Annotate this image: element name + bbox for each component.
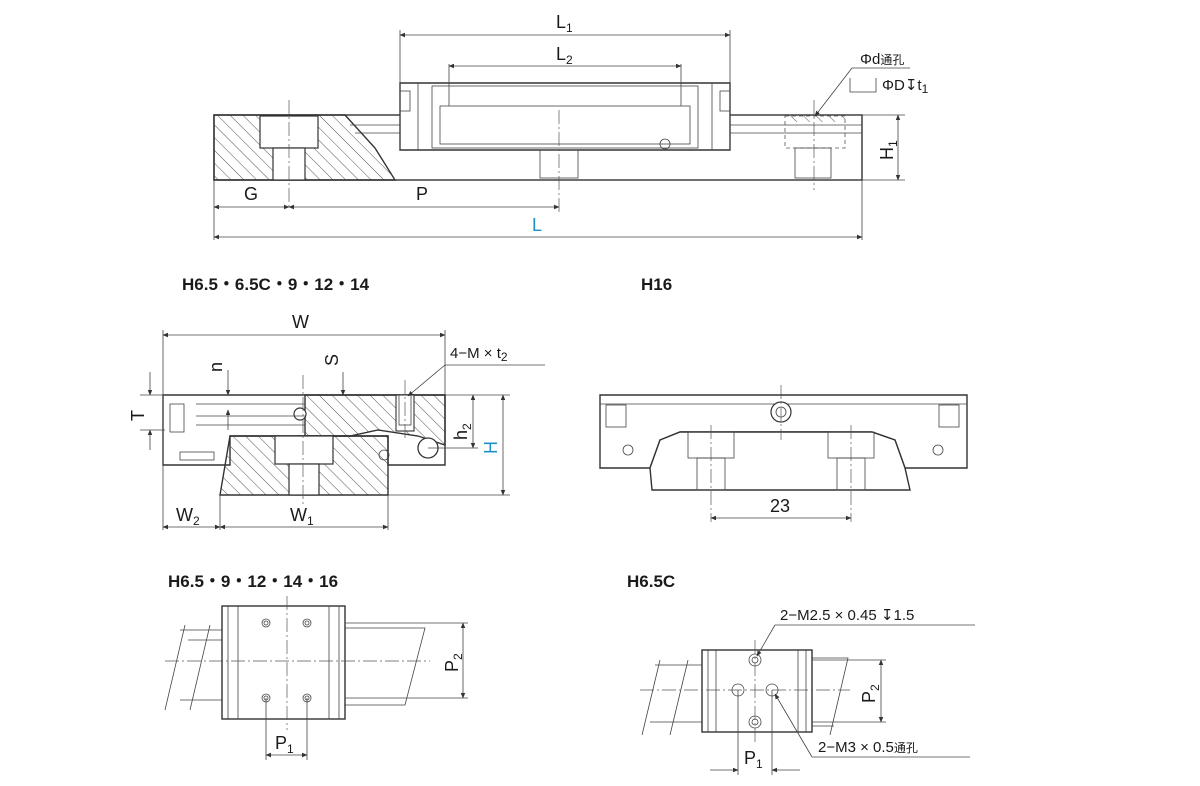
t-label: T <box>128 410 148 421</box>
plan-c-p2-label: P2 <box>859 684 882 703</box>
g-label: G <box>244 184 258 204</box>
section-h16-title: H16 <box>641 275 672 294</box>
plan-c-note-bottom: 2−M3 × 0.5通孔 <box>818 739 918 756</box>
top-side-view: L1 L2 H1 G P L Φd通孔 ΦD↧t1 <box>213 12 929 240</box>
h-label: H <box>481 441 501 454</box>
plan-std-p2-label: P2 <box>442 653 465 672</box>
plan-std-p1-label: P1 <box>275 733 294 756</box>
w-label: W <box>292 312 309 332</box>
plan-c-p1-label: P1 <box>744 748 763 771</box>
h2-label: h2 <box>451 423 474 440</box>
h1-label: H1 <box>877 140 900 160</box>
plan-c-note-top: 2−M2.5 × 0.45 ↧1.5 <box>780 607 914 624</box>
section-std-title: H6.5・6.5C・9・12・14 <box>182 275 370 294</box>
l-label: L <box>532 215 542 235</box>
section-h16: H16 23 <box>599 275 968 522</box>
n-label: n <box>206 362 226 372</box>
plan-standard: H6.5・9・12・14・16 P2 P1 <box>164 572 468 760</box>
s-label: S <box>322 354 342 366</box>
hole-note-1: Φd通孔 <box>860 51 904 68</box>
plan-c-title: H6.5C <box>627 572 675 591</box>
plan-std-title: H6.5・9・12・14・16 <box>168 572 338 591</box>
tap-label: 4−M × t2 <box>450 345 508 364</box>
l2-label: L2 <box>556 44 573 67</box>
hole-note-2: ΦD↧t1 <box>882 77 929 96</box>
l1-label: L1 <box>556 12 573 35</box>
dim-23-label: 23 <box>770 496 790 516</box>
section-standard: H6.5・6.5C・9・12・14 <box>128 275 545 530</box>
w2-label: W2 <box>176 505 200 528</box>
p-label: P <box>416 184 428 204</box>
w1-label: W1 <box>290 505 314 528</box>
plan-h65c: H6.5C P2 P1 2−M2.5 × 0.45 ↧1.5 2−M3 × 0 <box>627 572 975 775</box>
